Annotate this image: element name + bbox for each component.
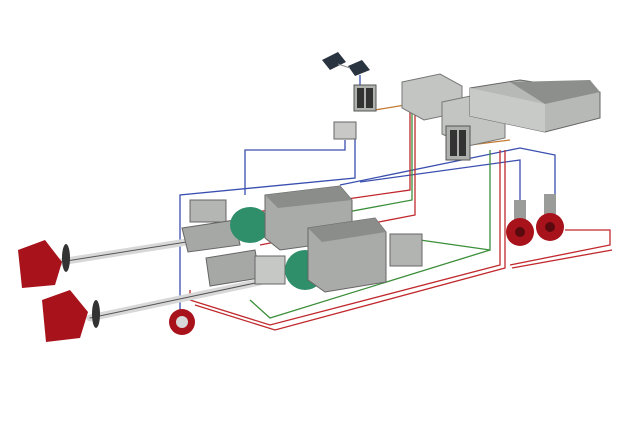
blue-wire bbox=[359, 159, 521, 205]
rudder-icon bbox=[18, 240, 88, 342]
green-wire bbox=[419, 239, 491, 251]
junction-box bbox=[333, 121, 357, 140]
blue-wire bbox=[339, 147, 556, 200]
control-cabinet bbox=[353, 84, 377, 112]
green-wire bbox=[249, 150, 491, 319]
propeller-icon bbox=[62, 244, 100, 328]
satellite-antenna-icon bbox=[322, 52, 370, 76]
auxiliary-box bbox=[389, 233, 423, 267]
blue-wire bbox=[244, 140, 346, 195]
blue-wire bbox=[179, 130, 356, 320]
diesel-engine-icon bbox=[469, 79, 601, 133]
red-wire bbox=[511, 249, 613, 269]
orange-wire bbox=[374, 104, 406, 111]
main-engine-icon bbox=[264, 185, 387, 293]
azimuth-thruster-icon bbox=[506, 194, 564, 246]
red-wire bbox=[509, 229, 611, 266]
wiring bbox=[179, 75, 613, 331]
generator-set bbox=[181, 199, 286, 287]
bow-thruster-icon bbox=[169, 309, 195, 335]
red-wire bbox=[194, 150, 506, 331]
